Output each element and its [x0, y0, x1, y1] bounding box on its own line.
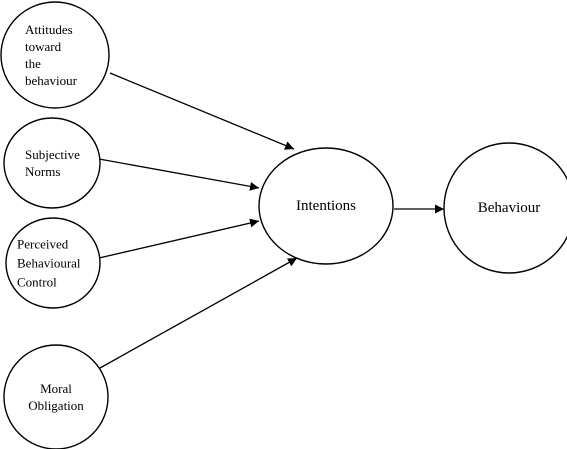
node-perceived-behavioural-control-label-line: Perceived: [17, 237, 69, 252]
node-intentions-label-line: Intentions: [296, 198, 356, 214]
node-attitudes: Attitudes toward the behaviour: [0, 1, 110, 109]
node-perceived-behavioural-control-circle: [5, 217, 101, 309]
arrow-perceived-behavioural-control-to-intentions: [98, 218, 260, 259]
arrow-attitudes-to-intentions: [109, 72, 295, 150]
node-intentions-circle: [258, 147, 394, 265]
node-intentions: Intentions: [258, 147, 394, 265]
node-behaviour: Behaviour: [443, 142, 567, 274]
node-subjective-norms-label-line: Subjective: [25, 147, 80, 162]
node-perceived-behavioural-control-label-line: Control: [17, 275, 57, 290]
arrow-moral-obligation-to-intentions: [99, 257, 298, 369]
node-behaviour-circle: [443, 142, 567, 274]
node-attitudes-circle: [0, 1, 110, 109]
node-behaviour-label-line: Behaviour: [478, 200, 540, 216]
node-attitudes-label-line: the: [25, 56, 41, 71]
node-attitudes-label-line: toward: [25, 39, 62, 54]
node-moral-obligation-label-line: Obligation: [28, 398, 84, 413]
node-attitudes-label-line: Attitudes: [25, 22, 73, 37]
edges-layer: [98, 72, 444, 369]
node-perceived-behavioural-control-label-line: Behavioural: [17, 256, 81, 271]
node-attitudes-label-line: behaviour: [25, 73, 78, 88]
node-subjective-norms-circle: [3, 117, 101, 209]
node-moral-obligation-circle: [3, 344, 109, 449]
node-subjective-norms-label-line: Norms: [25, 164, 60, 179]
node-moral-obligation-label-line: Moral: [40, 381, 72, 396]
arrow-subjective-norms-to-intentions: [98, 158, 260, 191]
